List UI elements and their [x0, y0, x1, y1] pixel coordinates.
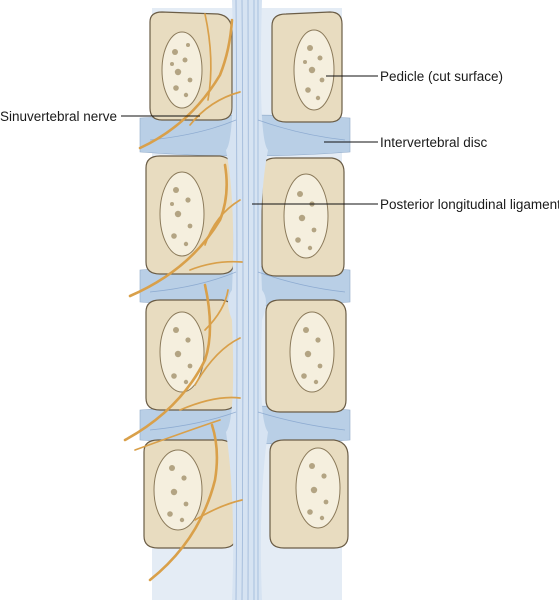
pedicle-left-4	[143, 439, 237, 549]
pedicle-left-2	[145, 155, 235, 275]
posterior-longitudinal-ligament	[149, 0, 346, 600]
sinuvertebral-nerves	[123, 13, 243, 582]
pedicle-left-1	[149, 11, 233, 121]
label-pedicle: Pedicle (cut surface)	[380, 69, 503, 84]
pedicle-right-1	[271, 11, 343, 123]
label-intervertebral-disc: Intervertebral disc	[380, 135, 488, 150]
label-sinuvertebral-nerve: Sinuvertebral nerve	[0, 109, 117, 124]
pedicle-right-2	[261, 157, 345, 277]
leader-lines	[121, 75, 378, 205]
pedicle-right-3	[265, 299, 347, 413]
pedicles	[143, 11, 349, 549]
pedicle-left-3	[145, 299, 237, 411]
pedicle-right-4	[269, 439, 349, 549]
label-posterior-longitudinal-ligament: Posterior longitudinal ligament	[380, 197, 559, 212]
